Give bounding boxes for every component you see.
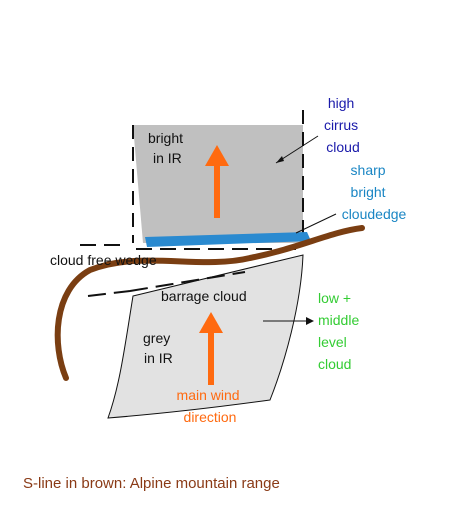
low-middle-line1: low + — [318, 290, 351, 306]
barrage-cloud-label: barrage cloud — [161, 288, 247, 304]
main-wind-arrow — [199, 312, 223, 385]
high-cirrus-line2: cirrus — [324, 117, 358, 133]
main-wind-line1: main wind — [177, 387, 240, 403]
sharp-edge-label: sharp bright cloudedge — [342, 162, 407, 222]
high-cirrus-line1: high — [328, 95, 354, 111]
main-wind-line2: direction — [184, 409, 237, 425]
low-middle-line4: cloud — [318, 356, 351, 372]
sharp-cloud-edge — [145, 232, 311, 247]
lower-cloud-label-line1: grey — [143, 330, 170, 346]
main-wind-label: main wind direction — [177, 387, 244, 425]
high-cirrus-line3: cloud — [326, 139, 359, 155]
lower-cloud-area — [107, 254, 304, 419]
pointer-high-cirrus — [275, 135, 319, 164]
diagram-caption: S-line in brown: Alpine mountain range — [23, 475, 280, 492]
upper-cloud-label-line1: bright — [148, 130, 183, 146]
low-middle-line3: level — [318, 334, 347, 350]
high-cirrus-label: high cirrus cloud — [324, 95, 362, 155]
low-middle-label: low + middle level cloud — [318, 290, 363, 372]
lower-cloud-label: grey in IR — [143, 330, 174, 366]
upper-cloud-label: bright in IR — [148, 130, 187, 166]
mountain-range-s-line — [54, 225, 365, 381]
upper-wind-arrow — [205, 145, 229, 218]
pointer-low-middle — [263, 317, 314, 325]
lower-cloud-label-line2: in IR — [144, 350, 173, 366]
cloud-free-wedge-label: cloud free wedge — [50, 252, 157, 268]
sharp-edge-line3: cloudedge — [342, 206, 407, 222]
low-middle-line2: middle — [318, 312, 359, 328]
pointer-sharp-edge — [295, 213, 337, 234]
wedge-lower-dash — [87, 271, 246, 297]
wedge-upper-dash — [80, 244, 300, 250]
sharp-edge-line2: bright — [351, 184, 386, 200]
upper-cloud-label-line2: in IR — [153, 150, 182, 166]
sharp-edge-line1: sharp — [351, 162, 386, 178]
